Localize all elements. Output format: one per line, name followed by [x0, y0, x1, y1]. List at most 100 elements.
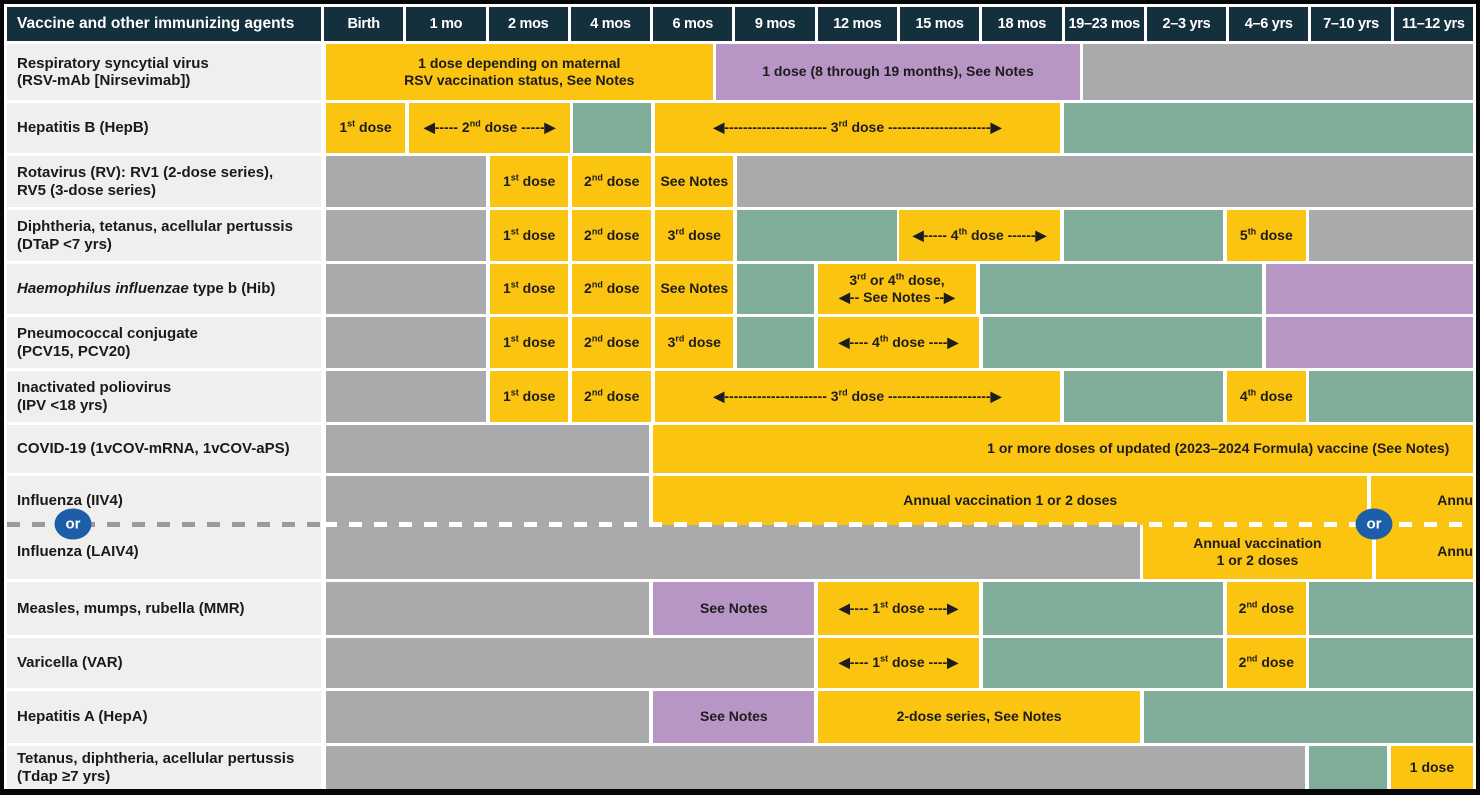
row-label-pcv: Pneumococcal conjugate(PCV15, PCV20)	[7, 317, 321, 368]
bar-var-green-4	[1308, 638, 1473, 688]
bar-hepa-green-3	[1143, 691, 1473, 743]
bar-iiv4-gray-0	[325, 476, 650, 525]
row-label-line: Rotavirus (RV): RV1 (2-dose series),	[17, 164, 274, 182]
bar-text: ◀---- 4th dose ----▶	[838, 333, 959, 350]
bar-text: ◀-- See Notes --▶	[839, 289, 955, 305]
row-label-covid: COVID-19 (1vCOV-mRNA, 1vCOV-aPS)	[7, 425, 321, 473]
row-label-line: (IPV <18 yrs)	[17, 396, 108, 414]
bar-hib-green-6	[979, 264, 1263, 314]
bar-text: ◀---------------------- 3rd dose -------…	[713, 118, 1002, 136]
bar-iiv4-yellow-2: Annu	[1371, 476, 1473, 525]
bar-hepb-yellow-0: 1st dose	[325, 103, 406, 153]
bar-pcv-green-6	[982, 317, 1263, 368]
row-rv: Rotavirus (RV): RV1 (2-dose series),RV5 …	[7, 156, 1473, 207]
row-label-line: (DTaP <7 yrs)	[17, 235, 112, 253]
row-label-line: RV5 (3-dose series)	[17, 181, 156, 199]
bar-dtap-yellow-1: 1st dose	[490, 210, 569, 261]
row-label-line: Pneumococcal conjugate	[17, 325, 198, 343]
row-label-line: Diphtheria, tetanus, acellular pertussis	[17, 218, 293, 236]
bar-text: 5th dose	[1239, 226, 1293, 243]
row-label-line: (PCV15, PCV20)	[17, 342, 131, 360]
row-timeline-mmr: See Notes◀---- 1st dose ----▶2nd dose	[324, 582, 1473, 635]
bar-text: 1st dose	[339, 118, 392, 136]
bar-hepb-yellow-1: ◀----- 2nd dose -----▶	[409, 103, 571, 153]
row-label-hepb: Hepatitis B (HepB)	[7, 103, 321, 153]
bar-text: 1 dose (8 through 19 months), See Notes	[762, 63, 1034, 80]
row-rsv: Respiratory syncytial virus(RSV-mAb [Nir…	[7, 44, 1473, 100]
row-label-hib: Haemophilus influenzae type b (Hib)	[7, 264, 321, 314]
bar-text: 2-dose series, See Notes	[896, 708, 1062, 725]
bar-text: ◀---- 1st dose ----▶	[838, 599, 958, 616]
bar-hepb-green-2	[573, 103, 652, 153]
row-label-line: Inactivated poliovirus	[17, 379, 172, 397]
row-label-tdap: Tetanus, diphtheria, acellular pertussis…	[7, 746, 321, 789]
bar-mmr-green-5	[1308, 582, 1473, 635]
row-label-line: Influenza (LAIV4)	[17, 543, 139, 561]
row-timeline-hepb: 1st dose ◀----- 2nd dose -----▶ ◀---------…	[324, 103, 1473, 153]
bar-hepb-green-4	[1063, 103, 1473, 153]
column-header-12-mos: 12 mos	[817, 7, 897, 41]
bar-pcv-yellow-3: 3rd dose	[655, 317, 734, 368]
bar-pcv-green-4	[737, 317, 815, 368]
bar-covid-yellow-1: 1 or more doses of updated (2023–2024 Fo…	[653, 425, 1473, 473]
bar-text: 1st dose	[502, 387, 556, 404]
schedule-rows: Respiratory syncytial virus(RSV-mAb [Nir…	[7, 44, 1473, 789]
bar-rsv-purple-1: 1 dose (8 through 19 months), See Notes	[715, 44, 1081, 100]
bar-text: RSV vaccination status, See Notes	[404, 72, 635, 88]
bar-ipv-gray-0	[325, 371, 487, 422]
row-label-line: Varicella (VAR)	[17, 654, 123, 672]
row-label-line: Haemophilus influenzae type b (Hib)	[17, 280, 276, 298]
bar-hib-yellow-5: 3rd or 4th dose,◀-- See Notes --▶	[818, 264, 976, 314]
bar-text: 2nd dose	[1238, 653, 1295, 671]
column-header-15-mos: 15 mos	[899, 7, 980, 41]
header-vaccine-column-label: Vaccine and other immunizing agents	[7, 7, 321, 41]
bar-text: See Notes	[700, 708, 768, 725]
bar-text: 1 dose depending on maternal	[418, 54, 621, 71]
bar-text: See Notes	[660, 172, 729, 189]
bar-rv-yellow-3: See Notes	[655, 156, 734, 207]
bar-mmr-gray-0	[325, 582, 650, 635]
bar-text: 1st dose	[502, 226, 556, 243]
column-header-2-3-yrs: 2–3 yrs	[1146, 7, 1227, 41]
bar-dtap-gray-8	[1308, 210, 1473, 261]
bar-text: ◀----- 2nd dose -----▶	[423, 118, 556, 136]
column-header-7-10-yrs: 7–10 yrs	[1311, 7, 1391, 41]
row-timeline-ipv: 1st dose 2nd dose ◀---------------------- …	[324, 371, 1473, 422]
row-timeline-covid: 1 or more doses of updated (2023–2024 Fo…	[324, 425, 1473, 473]
row-label-ipv: Inactivated poliovirus(IPV <18 yrs)	[7, 371, 321, 422]
bar-text: Annual vaccination 1 or 2 doses	[903, 491, 1118, 508]
bar-text: ◀---- 1st dose ----▶	[838, 653, 958, 671]
bar-text: 3rd or 4th dose,	[849, 270, 945, 288]
bar-laiv4-yellow-2: Annu	[1376, 525, 1473, 579]
bar-rv-yellow-1: 1st dose	[490, 156, 569, 207]
row-label-line: Hepatitis A (HepA)	[17, 708, 148, 726]
bar-text: 2nd dose	[584, 226, 640, 243]
bar-text: 1st dose	[502, 279, 556, 297]
row-timeline-var: ◀---- 1st dose ----▶ 2nd dose	[324, 638, 1473, 688]
bar-var-yellow-1: ◀---- 1st dose ----▶	[818, 638, 979, 688]
bar-text: 1st dose	[502, 333, 556, 350]
row-var: Varicella (VAR) ◀---- 1st dose ----▶ 2nd d…	[7, 638, 1473, 688]
row-label-rsv: Respiratory syncytial virus(RSV-mAb [Nir…	[7, 44, 321, 100]
row-tdap: Tetanus, diphtheria, acellular pertussis…	[7, 746, 1473, 789]
bar-ipv-yellow-3: ◀---------------------- 3rd dose -------…	[655, 371, 1060, 422]
bar-text: 1st dose	[502, 172, 556, 189]
bar-text: ◀---------------------- 3rd dose -------…	[713, 387, 1002, 404]
row-mmr: Measles, mumps, rubella (MMR)See Notes◀-…	[7, 582, 1473, 635]
bar-text: 2nd dose	[584, 387, 640, 404]
bar-tdap-green-1	[1308, 746, 1387, 789]
bar-pcv-gray-0	[325, 317, 487, 368]
bar-tdap-gray-0	[325, 746, 1305, 789]
row-ipv: Inactivated poliovirus(IPV <18 yrs)1st d…	[7, 371, 1473, 422]
bar-dtap-green-6	[1063, 210, 1223, 261]
row-label-hepa: Hepatitis A (HepA)	[7, 691, 321, 743]
row-hib: Haemophilus influenzae type b (Hib) 1st d…	[7, 264, 1473, 314]
row-hepb: Hepatitis B (HepB) 1st dose ◀----- 2nd dos…	[7, 103, 1473, 153]
bar-text: 3rd dose	[667, 226, 721, 243]
bar-dtap-yellow-2: 2nd dose	[572, 210, 652, 261]
bar-text: 1 dose	[1409, 758, 1455, 775]
